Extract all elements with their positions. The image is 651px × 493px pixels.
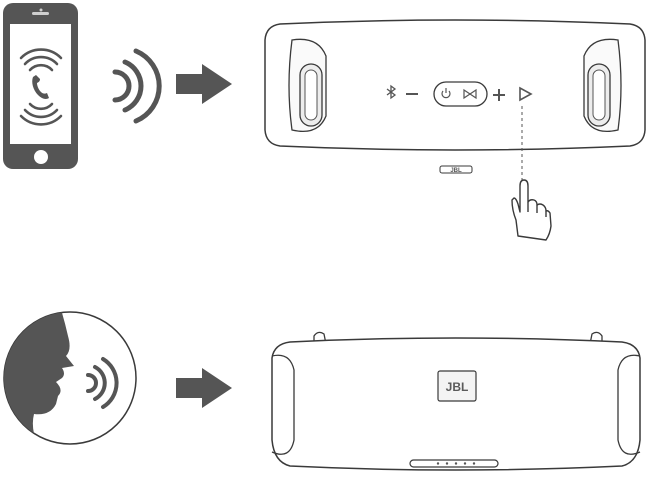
right-arrow-icon <box>176 368 232 408</box>
speaker-badge-logo: JBL <box>450 168 462 174</box>
battery-indicator-strip <box>410 460 498 467</box>
wireless-signal-icon <box>115 51 159 121</box>
pointing-hand-icon <box>512 180 551 240</box>
jbl-logo: JBL <box>446 380 469 394</box>
speaking-head-icon <box>0 300 136 450</box>
right-arrow-icon <box>176 64 232 104</box>
phone-with-call-signal-icon <box>3 3 78 169</box>
speaker-top-control-panel: JBL <box>265 20 645 188</box>
speaker-front-view: JBL <box>272 332 640 470</box>
